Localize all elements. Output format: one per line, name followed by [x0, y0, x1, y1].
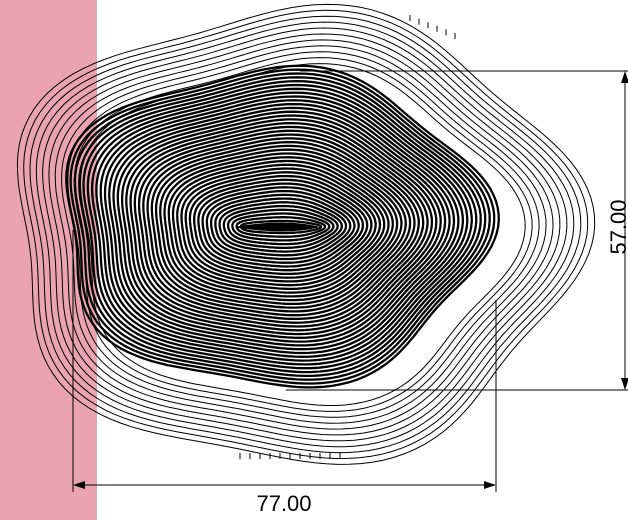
pocket-contour: [201, 186, 360, 268]
pocket-contour: [69, 68, 496, 385]
pocket-contour: [73, 72, 491, 381]
pocket-contour: [99, 95, 465, 358]
pocket-contour: [188, 174, 373, 279]
outer-contour-ring: [42, 27, 568, 442]
height-arrow-bottom: [621, 378, 628, 390]
outer-contour-ring: [16, 3, 596, 465]
pocket-contour: [197, 182, 365, 272]
height-arrow-top: [621, 71, 628, 83]
pocket-contour: [167, 156, 394, 298]
pocket-contour: [184, 171, 377, 283]
pocket-contour: [65, 64, 500, 389]
pocket-contour: [171, 159, 390, 294]
pocket-contour: [112, 106, 451, 347]
pocket-contour: [150, 140, 412, 313]
pocket-contour: [209, 193, 352, 261]
width-arrow-left: [73, 481, 85, 489]
outer-contour-ring: [23, 9, 589, 460]
outer-contour-ring: [29, 15, 582, 454]
pocket-contour: [159, 148, 403, 306]
pocket-contour: [125, 118, 438, 336]
pocket-contour: [154, 144, 407, 309]
outer-contour-ring: [54, 39, 554, 430]
pocket-contour: [226, 208, 335, 246]
pocket-contour: [180, 167, 382, 287]
pocket-contour: [133, 125, 429, 328]
width-dimension-label: 77.00: [256, 491, 311, 516]
pocket-centre: [235, 222, 319, 232]
pocket-spiral-contours: [65, 64, 500, 389]
pocket-contour: [108, 102, 456, 351]
edge-tick-marks: [239, 15, 456, 459]
outer-contour-ring: [79, 63, 526, 406]
pocket-contour: [222, 204, 339, 250]
pocket-contour: [120, 114, 442, 339]
pocket-contour: [90, 87, 473, 366]
pocket-contour: [78, 76, 487, 378]
height-dimension-label: 57.00: [606, 199, 628, 254]
dimensions: 57.00 77.00: [72, 70, 628, 516]
pocket-contour: [116, 110, 447, 343]
pocket-contour: [137, 129, 425, 324]
pocket-contour: [129, 122, 434, 332]
pocket-contour: [231, 212, 331, 242]
pocket-contour: [103, 99, 460, 355]
pocket-contour: [218, 201, 343, 253]
width-arrow-right: [484, 481, 496, 489]
pocket-contour: [146, 137, 416, 317]
pocket-contour: [82, 79, 482, 374]
pocket-contour: [214, 197, 348, 257]
pocket-contour: [193, 178, 369, 276]
pocket-contour: [95, 91, 469, 362]
pocket-contour: [163, 152, 399, 302]
pocket-contour: [205, 189, 356, 264]
outer-contour-ring: [61, 45, 547, 424]
pocket-contour: [86, 83, 478, 370]
pocket-contour: [176, 163, 386, 291]
outer-contour-ring: [35, 21, 575, 448]
outer-contour-ring: [48, 33, 561, 436]
pocket-contour: [142, 133, 420, 321]
